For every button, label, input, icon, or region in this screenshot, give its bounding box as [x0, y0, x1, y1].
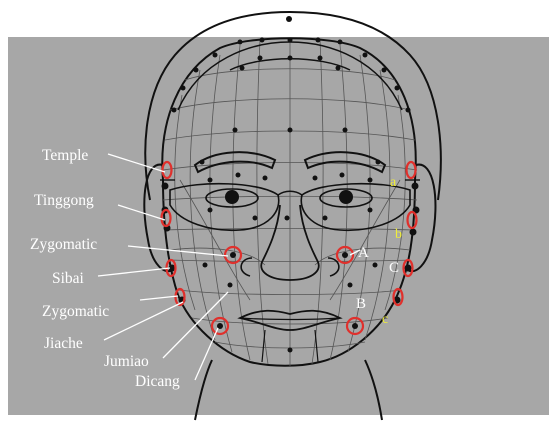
pupil-right	[339, 190, 353, 204]
tag-c: c	[382, 312, 388, 327]
label-jumiao: Jumiao	[104, 353, 149, 370]
label-dicang: Dicang	[135, 373, 180, 390]
label-temple: Temple	[42, 147, 88, 164]
tag-A: A	[358, 245, 369, 261]
tag-b: b	[395, 227, 402, 242]
label-sibai: Sibai	[52, 270, 85, 287]
tag-B: B	[356, 296, 366, 312]
label-zygomatic-upper: Zygomatic	[30, 236, 97, 253]
label-tinggong: Tinggong	[34, 192, 94, 209]
label-jiache: Jiache	[44, 335, 83, 352]
gray-background	[8, 37, 549, 415]
tag-C: C	[389, 260, 399, 276]
pupil-left	[225, 190, 239, 204]
label-zygomatic-lower: Zygomatic	[42, 303, 109, 320]
tag-a: a	[390, 175, 397, 190]
